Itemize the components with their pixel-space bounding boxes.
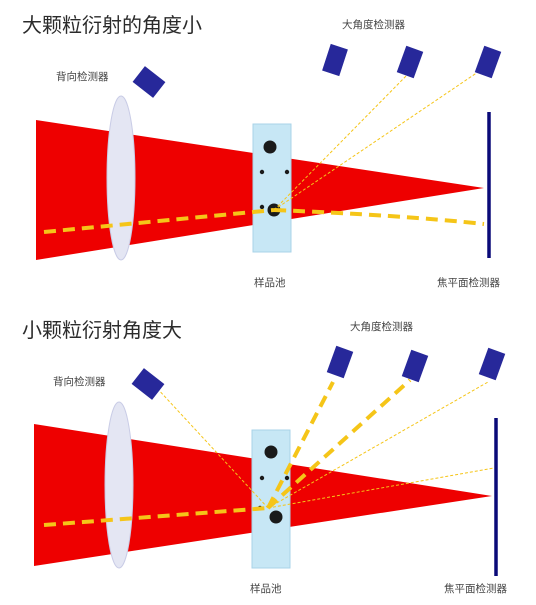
wide-angle-ray: [273, 71, 411, 211]
large-angle-detector: [474, 45, 502, 79]
panel-small-particles: 小颗粒衍射角度大 背向检测器 大角度检测器: [22, 318, 507, 595]
particle-small: [284, 475, 290, 481]
back-detector: [132, 66, 166, 98]
focal-plane-detector-label: 焦平面检测器: [437, 276, 500, 289]
large-angle-detector: [396, 45, 424, 79]
focal-plane-detector-label: 焦平面检测器: [444, 582, 507, 595]
wide-angle-scatter-path: [266, 378, 412, 510]
panel-title: 小颗粒衍射角度大: [22, 318, 182, 342]
sample-cell-label: 样品池: [254, 276, 286, 289]
large-angle-detector-label: 大角度检测器: [350, 320, 413, 333]
wide-angle-ray: [267, 381, 489, 509]
back-scatter-ray: [154, 385, 269, 509]
large-angle-detector: [401, 349, 429, 383]
particle-large: [263, 140, 277, 154]
panel-large-particles: 大颗粒衍射的角度小 背向检测器 大角度检测器 样品池 焦平面检: [22, 13, 502, 289]
wide-angle-ray: [273, 71, 479, 211]
particle-large: [269, 510, 283, 524]
low-angle-scatter-path: [273, 208, 485, 226]
lens: [106, 95, 136, 261]
back-detector-label: 背向检测器: [53, 375, 106, 388]
particle-small: [259, 475, 265, 481]
particle-small: [259, 204, 265, 210]
large-angle-detector: [478, 347, 506, 381]
lens: [104, 401, 134, 569]
wide-angle-scatter-path: [266, 381, 335, 509]
incident-light-path: [43, 208, 275, 234]
back-detector-label: 背向检测器: [56, 70, 109, 83]
panel-title: 大颗粒衍射的角度小: [22, 13, 202, 37]
forward-scatter-ray: [267, 467, 495, 509]
large-angle-detector-label: 大角度检测器: [342, 18, 405, 31]
large-angle-detector: [326, 345, 354, 379]
particle-small: [284, 169, 290, 175]
particle-small: [259, 169, 265, 175]
particle-large: [264, 445, 278, 459]
sample-cell-label: 样品池: [250, 582, 282, 595]
back-detector: [131, 368, 165, 400]
large-angle-detector: [322, 43, 348, 77]
